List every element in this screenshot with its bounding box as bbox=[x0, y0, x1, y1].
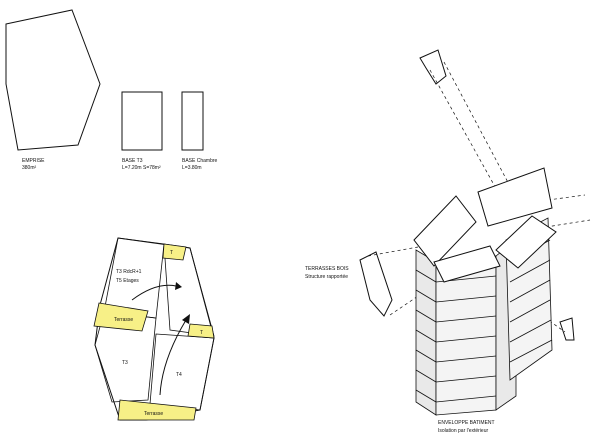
emprise-shape bbox=[5, 9, 101, 151]
terrace-bottom bbox=[117, 399, 197, 421]
terrace-left bbox=[93, 302, 149, 332]
terrasses-title: TERRASSES BOIS bbox=[305, 266, 349, 272]
terrasses-sub: Structure rapportée bbox=[305, 274, 348, 280]
enveloppe-sub: Isolation par l'extérieur bbox=[438, 428, 488, 434]
base-chambre-title: BASE Chambre bbox=[182, 158, 218, 164]
plan-t3-room: T3 bbox=[122, 360, 128, 366]
floor-plan bbox=[93, 237, 215, 421]
base-t3-shape bbox=[121, 91, 163, 151]
terrace-tag-right bbox=[187, 323, 215, 339]
emprise-title: EMPRISE bbox=[22, 158, 45, 164]
base-t3-dims: L=7.20m S=78m² bbox=[122, 165, 161, 171]
terrace-tag-top bbox=[162, 243, 187, 261]
plan-t4-label: T4 bbox=[176, 372, 182, 378]
plan-terrasse-2: Terrasse bbox=[144, 411, 163, 417]
base-t3-title: BASE T3 bbox=[122, 158, 143, 164]
plan-t3-label: T3 RdcR+1 bbox=[116, 269, 142, 275]
plan-terrasse-1: Terrasse bbox=[114, 317, 133, 323]
enveloppe-title: ENVELOPPE BATIMENT bbox=[438, 420, 495, 426]
plan-t5-label: T5 Etages bbox=[116, 278, 139, 284]
base-chambre-dims: L=3.80m bbox=[182, 165, 202, 171]
plan-tag-1: T bbox=[170, 250, 173, 256]
plan-tag-2: T bbox=[200, 330, 203, 336]
axonometric-building bbox=[359, 49, 591, 416]
emprise-area: 380m² bbox=[22, 165, 37, 171]
base-chambre-shape bbox=[181, 91, 204, 151]
